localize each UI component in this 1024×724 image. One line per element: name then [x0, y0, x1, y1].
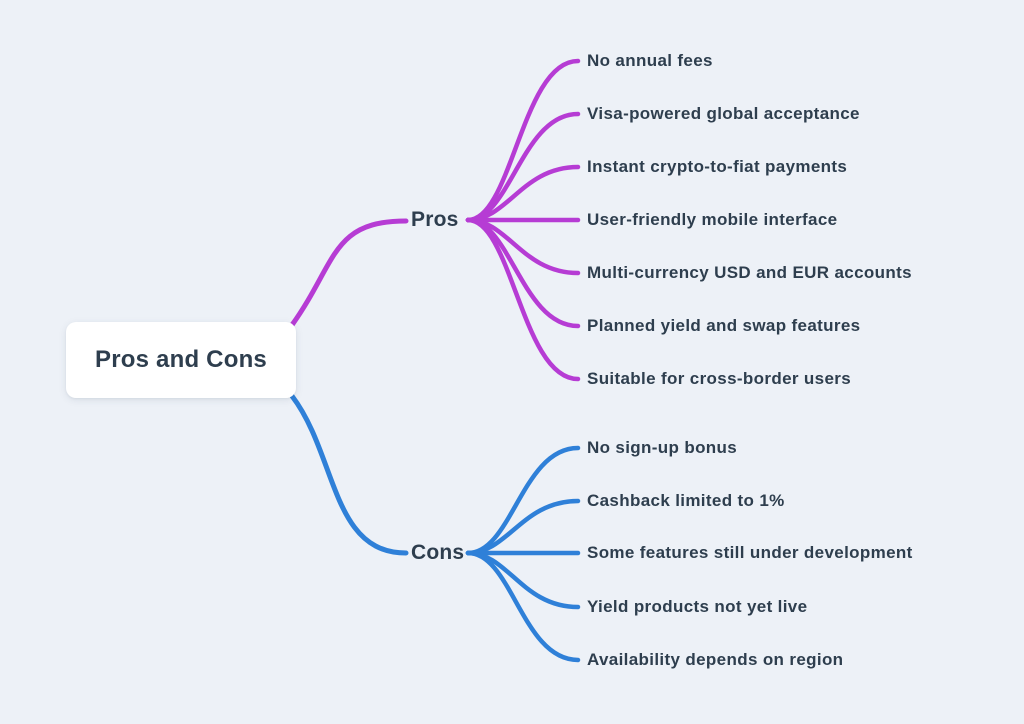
leaf-node-cons-2: Some features still under development	[587, 543, 913, 562]
leaf-node-cons-0: No sign-up bonus	[587, 438, 738, 457]
edge-pros-item-0	[465, 58, 581, 223]
leaf-node-pros-5: Planned yield and swap features	[587, 316, 861, 335]
root-node: Pros and Cons	[66, 322, 296, 398]
leaf-node-pros-4: Multi-currency USD and EUR accounts	[587, 263, 912, 282]
leaf-node-pros-2: Instant crypto-to-fiat payments	[587, 157, 848, 176]
leaf-node-pros-1: Visa-powered global acceptance	[587, 104, 860, 123]
leaf-node-pros-6: Suitable for cross-border users	[587, 369, 852, 388]
leaf-node-cons-4: Availability depends on region	[587, 650, 844, 669]
leaf-node-cons-3: Yield products not yet live	[587, 597, 808, 616]
edge-pros-item-6	[465, 217, 581, 382]
edge-root-to-pros	[289, 218, 409, 328]
branch-node-cons: Cons	[411, 541, 465, 564]
edge-root-to-cons	[289, 393, 409, 556]
edge-cons-item-4	[465, 550, 581, 663]
root-node-label: Pros and Cons	[95, 346, 267, 373]
leaf-node-cons-1: Cashback limited to 1%	[587, 491, 785, 510]
leaf-node-pros-0: No annual fees	[587, 51, 713, 70]
branch-node-pros: Pros	[411, 208, 459, 231]
leaf-node-pros-3: User-friendly mobile interface	[587, 210, 838, 229]
